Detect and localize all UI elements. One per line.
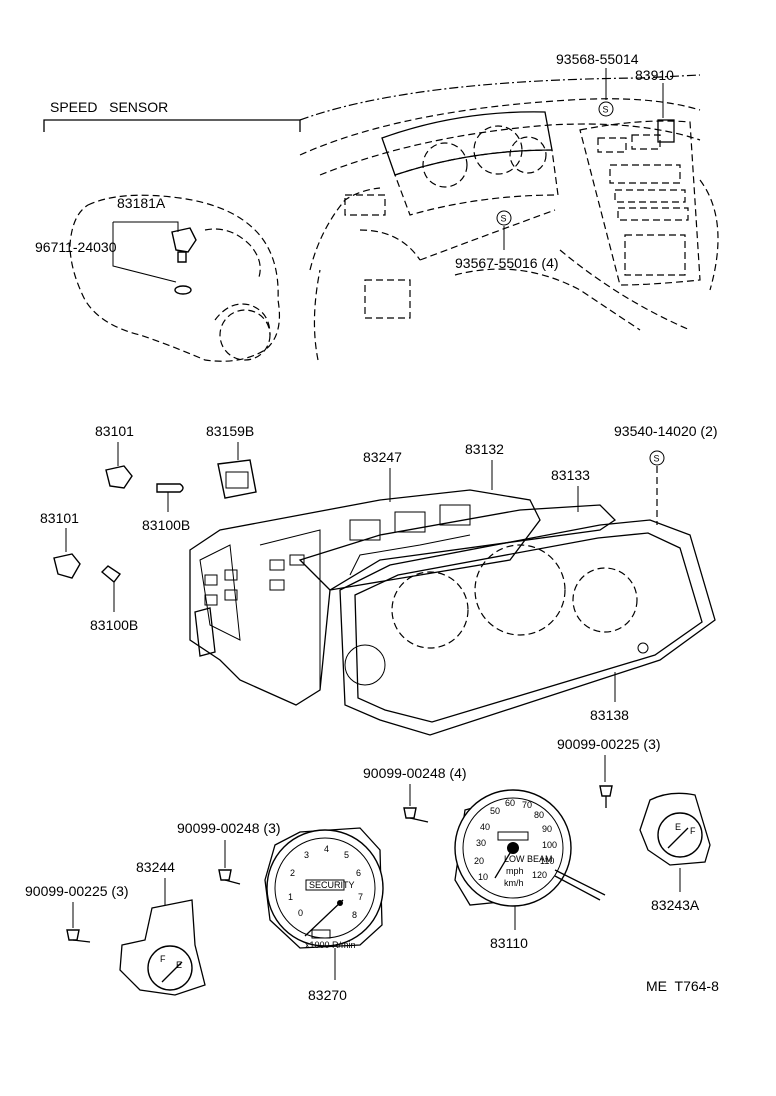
speedo-num-6: 70: [522, 800, 532, 810]
label-83101-lower: 83101: [40, 510, 79, 526]
tach-num-0: 0: [298, 908, 303, 918]
label-83100B-lower: 83100B: [90, 617, 138, 633]
speedo-num-3: 40: [480, 822, 490, 832]
label-90099-00225-left: 90099-00225 (3): [25, 883, 129, 899]
label-83100B-top: 83100B: [142, 517, 190, 533]
label-83110: 83110: [490, 935, 528, 951]
speedo-num-7: 80: [534, 810, 544, 820]
label-83243A: 83243A: [651, 897, 700, 913]
speedo-num-4: 50: [490, 806, 500, 816]
small-parts: 83101 83159B 83100B 83101 83100B: [40, 423, 257, 633]
label-96711-24030: 96711-24030: [35, 239, 117, 255]
label-83247: 83247: [363, 449, 402, 465]
tach-num-1: 1: [288, 892, 293, 902]
speedo-num-11: 120: [532, 870, 547, 880]
temp-gauge-83244: 83244 F E 90099-00225 (3): [25, 859, 206, 996]
speedo-label-1: LOW BEAM: [504, 854, 553, 864]
speedo-num-2: 30: [476, 838, 486, 848]
tach-num-2: 2: [290, 868, 295, 878]
speedo-num-5: 60: [505, 798, 515, 808]
cluster-assembly: 93540-14020 (2) S 83247 83132 83133 8313…: [189, 423, 718, 736]
label-83910: 83910: [635, 67, 674, 83]
speedo-label-3: km/h: [504, 878, 524, 888]
label-83132: 83132: [465, 441, 504, 457]
fuel-f-right: F: [690, 826, 696, 836]
speedo-label-2: mph: [506, 866, 524, 876]
label-93568-55014: 93568-55014: [556, 51, 639, 67]
fuel-e-right: E: [675, 822, 681, 832]
label-83138: 83138: [590, 707, 629, 723]
tach-num-3: 3: [304, 850, 309, 860]
label-90099-00248-top: 90099-00248 (4): [363, 765, 467, 781]
screw-symbol-1: S: [603, 105, 609, 115]
tach-label: SECURITY: [309, 880, 355, 890]
speedo-num-10: 110: [540, 856, 554, 866]
label-83159B: 83159B: [206, 423, 254, 439]
speedo-num-9: 100: [542, 840, 557, 850]
label-93567-55016: 93567-55016 (4): [455, 255, 559, 271]
temp-f-left: F: [160, 954, 166, 964]
speedometer-83110: 90099-00248 (4) 10 20 30 40 50 60 70 80 …: [363, 765, 606, 951]
tach-num-6: 6: [356, 868, 361, 878]
tach-unit: x1000 R/min: [305, 940, 356, 950]
screw-symbol-2: S: [501, 214, 507, 224]
speed-sensor-title: SPEED SENSOR: [50, 99, 168, 115]
fuel-gauge-83243A: 90099-00225 (3) F E 83243A: [557, 736, 711, 913]
speed-sensor-section: SPEED SENSOR 83181A 96711-24030: [35, 99, 301, 362]
tach-num-8: 8: [352, 910, 357, 920]
label-83244: 83244: [136, 859, 175, 875]
screw-symbol-3: S: [654, 454, 660, 464]
label-90099-00248-mid: 90099-00248 (3): [177, 820, 281, 836]
label-93540-14020: 93540-14020 (2): [614, 423, 718, 439]
tach-num-7: 7: [358, 892, 363, 902]
tach-num-5: 5: [344, 850, 349, 860]
label-83101-top: 83101: [95, 423, 134, 439]
label-90099-00225-right: 90099-00225 (3): [557, 736, 661, 752]
label-83270: 83270: [308, 987, 347, 1003]
dashboard-view: S S 93568-55014 83910 93567-55016 (4): [299, 51, 719, 361]
label-83133: 83133: [551, 467, 590, 483]
speedo-num-1: 20: [474, 856, 484, 866]
speedo-num-8: 90: [542, 824, 552, 834]
tach-num-4: 4: [324, 844, 329, 854]
tachometer-83270: 90099-00248 (3) 0 1 2 3 4 5 6 7 8 SECURI…: [177, 820, 384, 1003]
speedo-num-0: 10: [478, 872, 488, 882]
label-83181A: 83181A: [117, 195, 166, 211]
figure-code: ME T764-8: [646, 978, 719, 994]
